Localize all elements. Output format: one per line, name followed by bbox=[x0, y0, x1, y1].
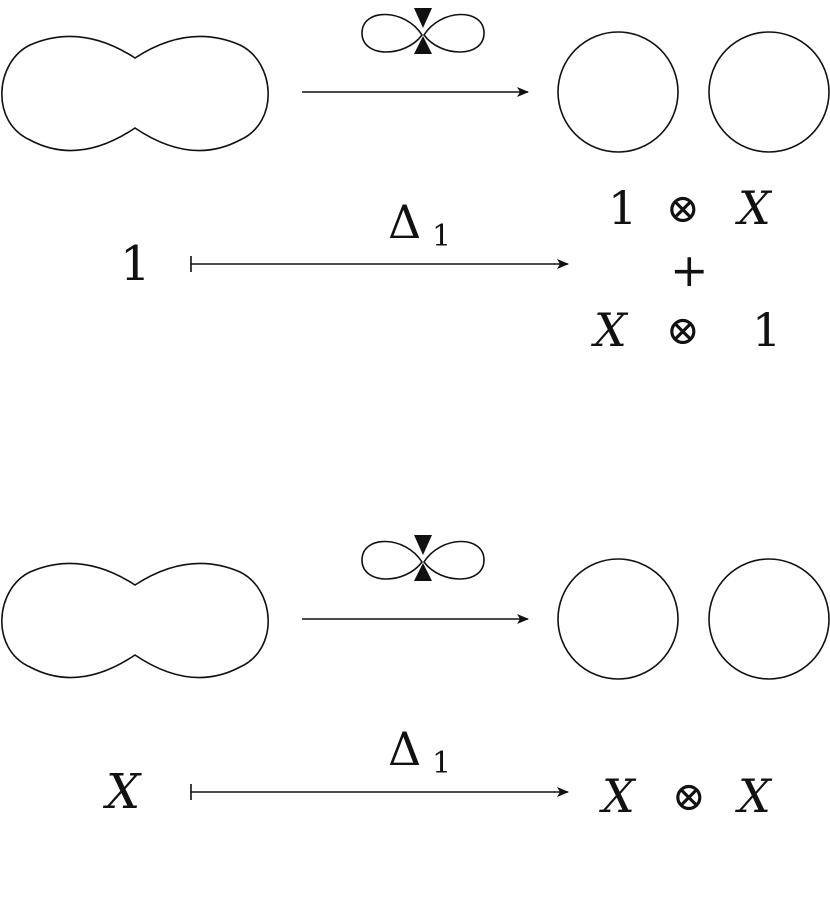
output-row-1-left: 1 bbox=[608, 181, 637, 235]
input-element: 1 bbox=[120, 236, 151, 292]
output-row-1-left: X bbox=[599, 769, 637, 823]
output-row-1-right: X bbox=[735, 181, 773, 235]
split-circle-left bbox=[557, 558, 679, 680]
output-joiner-plus: + bbox=[670, 243, 709, 297]
output-row-1-operator: ⊗ bbox=[672, 774, 706, 820]
map-subscript: 1 bbox=[432, 219, 451, 254]
merged-circle-shape bbox=[1, 562, 269, 679]
merged-circle-shape bbox=[1, 35, 269, 152]
split-circle-right bbox=[708, 31, 830, 153]
split-circle-right bbox=[708, 558, 830, 680]
panel-bottom: Δ 1 X X ⊗ X bbox=[1, 535, 830, 823]
output-row-2-operator: ⊗ bbox=[666, 308, 700, 354]
output-row-1-right: X bbox=[735, 769, 773, 823]
map-label: Δ bbox=[388, 195, 421, 249]
output-row-2-left: X bbox=[591, 303, 629, 357]
input-element: X bbox=[102, 764, 142, 820]
map-subscript: 1 bbox=[432, 746, 451, 781]
output-row-1-operator: ⊗ bbox=[666, 186, 700, 232]
map-label: Δ bbox=[388, 722, 421, 776]
saddle-icon bbox=[361, 8, 485, 54]
panel-top: Δ 1 1 1 ⊗ X + X ⊗ 1 bbox=[1, 8, 830, 357]
split-circle-left bbox=[557, 31, 679, 153]
output-row-2-right: 1 bbox=[752, 303, 781, 357]
saddle-icon bbox=[361, 535, 485, 581]
